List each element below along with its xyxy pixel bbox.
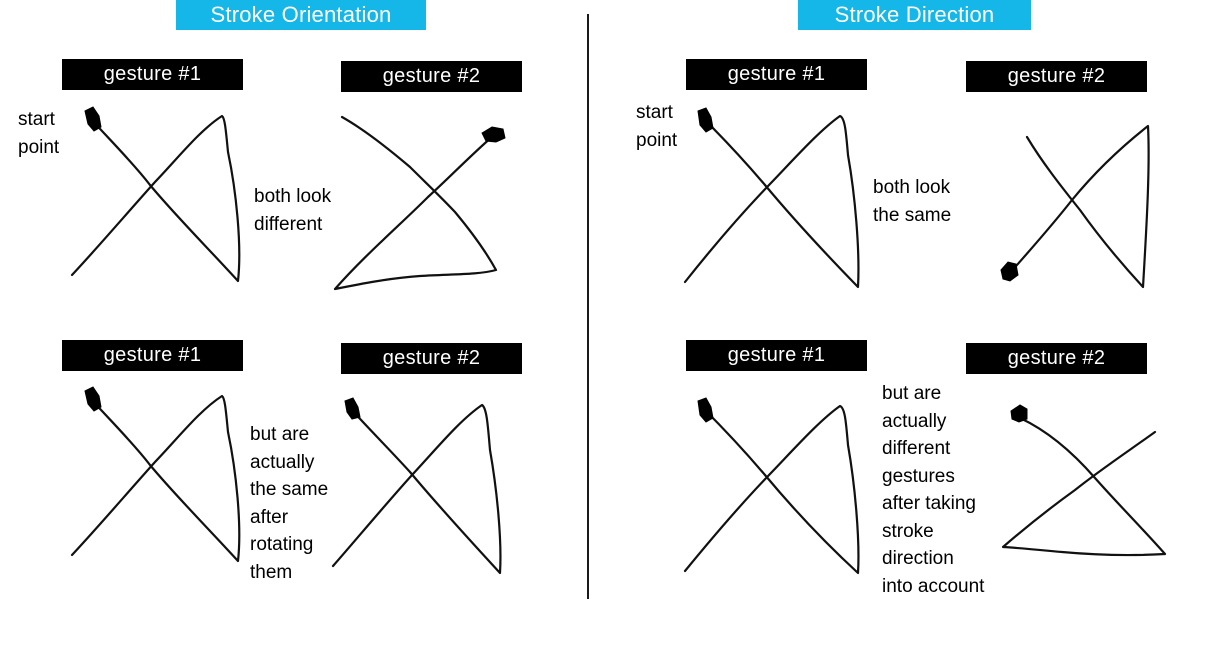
start-point-dot: [1010, 404, 1028, 423]
start-point-dot: [84, 386, 102, 412]
direction-row2-gesture2-label: gesture #2: [966, 343, 1147, 374]
orientation-row1-gesture1-label: gesture #1: [62, 59, 243, 90]
start-point-dot: [481, 126, 506, 143]
orientation-row1-gesture2-label: gesture #2: [341, 61, 522, 92]
direction-row1-gesture1-stroke: [683, 107, 860, 289]
orientation-row2-note: but are actually the same after rotating…: [250, 424, 329, 583]
direction-row1-gesture2-label: gesture #2: [966, 61, 1147, 92]
direction-row2-gesture2-stroke: [1001, 404, 1167, 557]
orientation-row2-gesture1-stroke: [70, 386, 241, 563]
direction-row1-note: both look the same: [873, 177, 952, 226]
direction-start-point-label: start point: [636, 102, 678, 151]
direction-row1-gesture2-stroke: [1000, 124, 1150, 289]
orientation-row2-gesture1-label: gesture #1: [62, 340, 243, 371]
orientation-row2-gesture2-label: gesture #2: [341, 343, 522, 374]
orientation-row1-gesture2-stroke: [333, 115, 506, 291]
orientation-row1-gesture1-stroke: [70, 106, 241, 283]
orientation-start-point-label: start point: [18, 109, 60, 158]
section-divider: [587, 14, 589, 599]
stroke-direction-title: Stroke Direction: [798, 0, 1031, 30]
direction-row2-note: but are actually different gestures afte…: [882, 383, 985, 597]
orientation-row2-gesture2-stroke: [331, 397, 502, 575]
start-point-dot: [1000, 261, 1019, 282]
direction-row2-gesture1-stroke: [683, 397, 860, 575]
start-point-dot: [84, 106, 102, 132]
start-point-dot: [697, 397, 714, 423]
orientation-row1-note: both look different: [254, 186, 332, 235]
start-point-dot: [344, 397, 361, 420]
direction-row2-gesture1-label: gesture #1: [686, 340, 867, 371]
stroke-orientation-title: Stroke Orientation: [176, 0, 426, 30]
start-point-dot: [697, 107, 714, 133]
direction-row1-gesture1-label: gesture #1: [686, 59, 867, 90]
